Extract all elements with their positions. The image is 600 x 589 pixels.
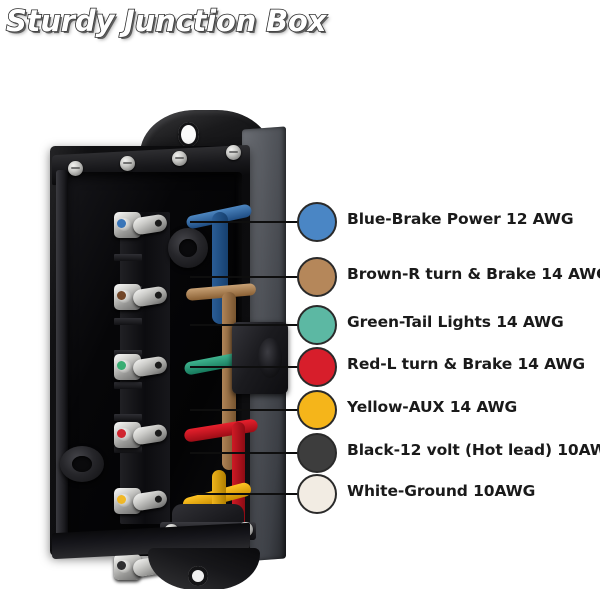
leader-line — [190, 366, 298, 368]
terminal-color-dot — [117, 561, 126, 570]
flange-screw — [120, 156, 135, 171]
leader-line — [190, 452, 298, 454]
legend-swatch-red — [297, 347, 337, 387]
terminal-color-dot — [117, 291, 126, 300]
rail-fin — [114, 446, 142, 453]
terminal-color-dot — [117, 429, 126, 438]
legend-label: White-Ground 10AWG — [347, 482, 536, 500]
legend-swatch-white — [297, 474, 337, 514]
leader-line — [190, 221, 298, 223]
legend-label: Red-L turn & Brake 14 AWG — [347, 355, 585, 373]
leader-line — [190, 324, 298, 326]
legend-swatch-black — [297, 433, 337, 473]
legend-label: Blue-Brake Power 12 AWG — [347, 210, 574, 228]
legend-label: Black-12 volt (Hot lead) 10AWG — [347, 441, 600, 459]
bottom-mounting-hole — [188, 566, 208, 586]
rail-fin — [114, 350, 142, 357]
terminal-stud-brown — [114, 282, 170, 312]
side-grommet-hole — [258, 338, 282, 378]
terminal-color-dot — [117, 361, 126, 370]
rail-fin — [114, 414, 142, 421]
leader-line — [190, 409, 298, 411]
terminal-stud-red — [114, 420, 170, 450]
cable-grommet-lower-left — [60, 446, 104, 482]
rail-fin — [114, 382, 142, 389]
junction-box-photo — [36, 104, 288, 589]
legend-swatch-green — [297, 305, 337, 345]
rail-fin — [114, 318, 142, 325]
top-mounting-hole — [178, 122, 199, 147]
page-title: Sturdy Junction Box — [5, 3, 327, 39]
legend-swatch-yellow — [297, 390, 337, 430]
leader-line — [190, 276, 298, 278]
legend-label: Yellow-AUX 14 AWG — [347, 398, 518, 416]
legend-label: Brown-R turn & Brake 14 AWG — [347, 265, 600, 283]
terminal-stud-yellow — [114, 486, 170, 516]
flange-screw — [68, 161, 83, 176]
terminal-color-dot — [117, 219, 126, 228]
flange-screw — [172, 151, 187, 166]
terminal-stud-green — [114, 352, 170, 382]
rail-fin — [114, 254, 142, 261]
box-left-rim — [56, 170, 68, 548]
terminal-stud-blue — [114, 210, 170, 240]
terminal-color-dot — [117, 495, 126, 504]
leader-line — [190, 493, 298, 495]
legend-swatch-brown — [297, 257, 337, 297]
legend-label: Green-Tail Lights 14 AWG — [347, 313, 564, 331]
legend-swatch-blue — [297, 202, 337, 242]
terminal-stud-black — [114, 552, 170, 582]
flange-screw — [226, 145, 241, 160]
cable-grommet-top — [168, 228, 208, 268]
